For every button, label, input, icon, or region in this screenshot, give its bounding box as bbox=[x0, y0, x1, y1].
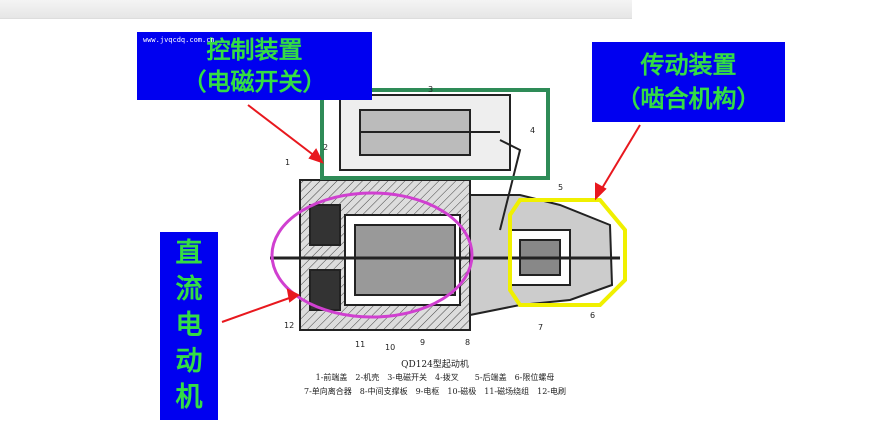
transmission-title: 传动装置 bbox=[640, 50, 737, 79]
transmission-device-label: 传动装置 （啮合机构） bbox=[592, 42, 785, 122]
part-6: 6 bbox=[590, 311, 595, 320]
control-subtitle: （电磁开关） bbox=[182, 67, 327, 96]
part-7: 7 bbox=[538, 323, 543, 332]
part-8: 8 bbox=[465, 338, 470, 347]
control-title: 控制装置 bbox=[206, 35, 303, 64]
control-device-label: www.jvqcdq.com.cn 控制装置 （电磁开关） bbox=[137, 32, 372, 100]
legend-row-2: 7-单向离合器 8-中间支撑板 9-电枢 10-磁极 11-磁场绕组 12-电刷 bbox=[303, 387, 567, 396]
part-5: 5 bbox=[558, 183, 563, 192]
dc-motor-label: 直 流 电 动 机 bbox=[160, 232, 218, 420]
pointer-arrows bbox=[221, 104, 641, 323]
diagram-title: QD124型起动机 bbox=[401, 360, 469, 370]
part-number-labels: 1 2 3 4 5 6 7 8 9 10 11 12 bbox=[284, 85, 595, 352]
motor-char: 动 bbox=[175, 346, 203, 377]
motor-char: 电 bbox=[175, 310, 203, 341]
part-11: 11 bbox=[355, 340, 365, 349]
starter-drawing bbox=[270, 94, 620, 331]
part-12: 12 bbox=[284, 321, 294, 330]
motor-frame bbox=[270, 191, 474, 319]
part-3: 3 bbox=[428, 85, 433, 94]
control-frame bbox=[320, 88, 550, 180]
part-2: 2 bbox=[323, 143, 328, 152]
motor-char: 直 bbox=[175, 238, 203, 269]
motor-char: 机 bbox=[175, 382, 203, 413]
part-10: 10 bbox=[385, 343, 395, 352]
part-9: 9 bbox=[420, 338, 425, 347]
transmission-frame bbox=[508, 198, 627, 307]
transmission-subtitle: （啮合机构） bbox=[616, 84, 761, 113]
part-1: 1 bbox=[285, 158, 290, 167]
legend-row-1: 1-前端盖 2-机壳 3-电磁开关 4-拨叉 5-后端盖 6-限位螺母 bbox=[315, 373, 555, 382]
top-bar bbox=[0, 0, 632, 19]
motor-char: 流 bbox=[175, 274, 203, 305]
part-4: 4 bbox=[530, 126, 535, 135]
watermark: www.jvqcdq.com.cn bbox=[143, 36, 215, 44]
